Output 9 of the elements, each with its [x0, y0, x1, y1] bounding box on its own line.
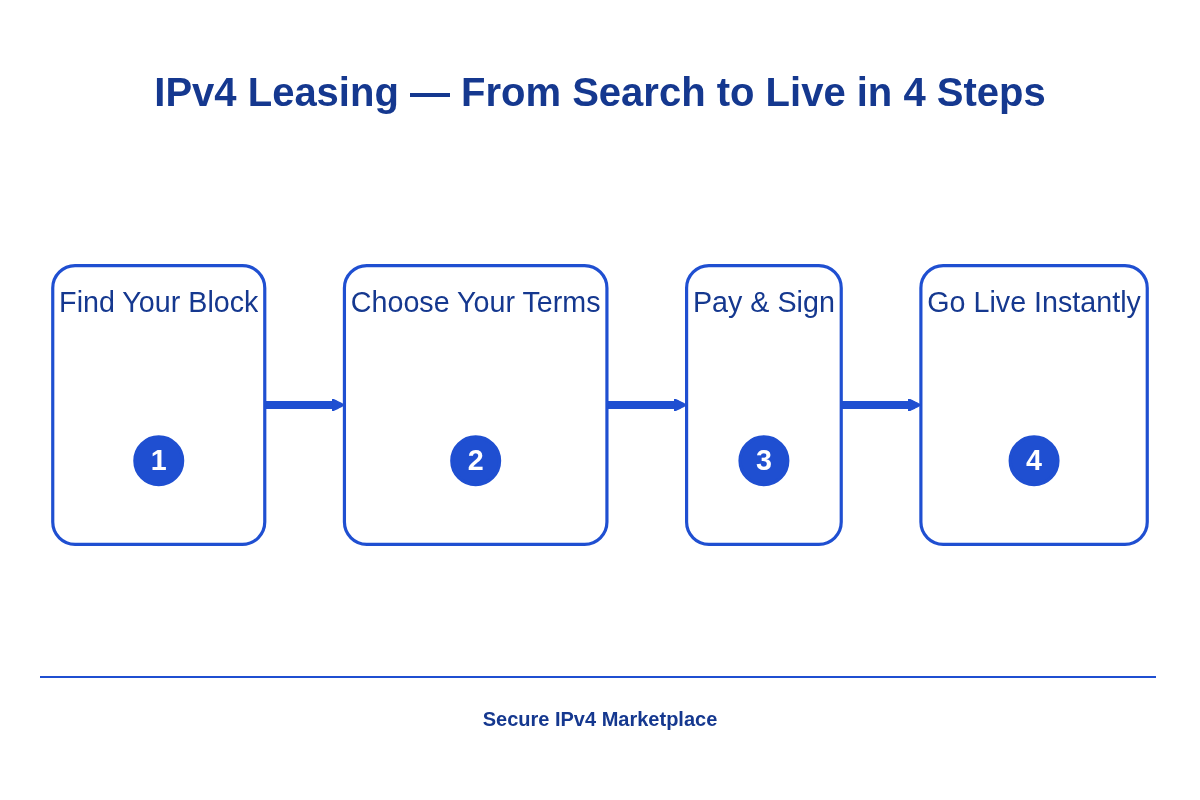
node-circle: 2: [450, 435, 502, 487]
arrow: [606, 398, 688, 412]
arrow: [264, 398, 346, 412]
node-circle: 3: [738, 435, 790, 487]
caption: Secure IPv4 Marketplace: [481, 708, 719, 731]
diagram-title: IPv4 Leasing — From Search to Live in 4 Steps: [153, 70, 1047, 115]
node-circle: 1: [133, 435, 185, 487]
arrow: [841, 398, 922, 412]
node-circle: 4: [1008, 435, 1060, 487]
